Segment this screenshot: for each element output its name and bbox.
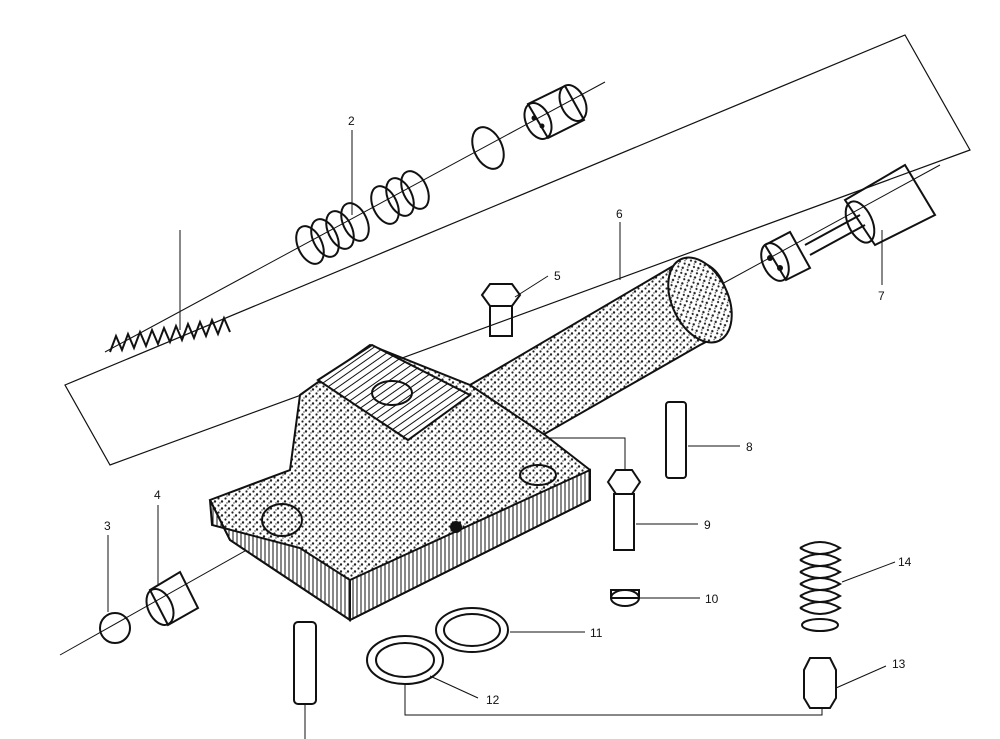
- leader-14: [841, 561, 896, 583]
- callout-12: 12: [486, 693, 500, 707]
- o-ring-upper: [435, 607, 509, 653]
- banjo-bolt: [480, 283, 522, 337]
- relief-spring: [799, 541, 842, 632]
- upper-axis: [104, 81, 606, 353]
- leader-5: [514, 275, 549, 298]
- o-ring-lower-inner: [375, 642, 435, 678]
- bracket-9: [545, 437, 626, 470]
- check-ball: [99, 612, 131, 644]
- spring-rings-group: [295, 170, 430, 265]
- callout-8: 8: [746, 440, 753, 454]
- compression-spring: [109, 315, 231, 353]
- snap-ring: [471, 126, 505, 170]
- valve-sleeve: [523, 84, 588, 140]
- leader-13: [835, 665, 887, 689]
- plug-fitting: [803, 657, 837, 709]
- valve-seat: [145, 570, 200, 627]
- callout-14: 14: [898, 555, 912, 569]
- callout-4: 4: [154, 488, 161, 502]
- lower-pin: [293, 621, 317, 705]
- callout-5: 5: [554, 269, 561, 283]
- dowel-pin: [665, 401, 687, 479]
- bracket-connector: [404, 684, 823, 716]
- sealing-washer: [610, 589, 640, 607]
- callout-11: 11: [590, 626, 603, 640]
- leader-12: [429, 675, 479, 699]
- o-ring-upper-inner: [443, 613, 501, 647]
- hex-bolt: [606, 469, 642, 551]
- callout-10: 10: [705, 592, 719, 606]
- piston-rod-assembly: [760, 163, 937, 282]
- callout-2: 2: [348, 114, 355, 128]
- assembly-boundary: [64, 34, 971, 466]
- callout-6: 6: [616, 207, 623, 221]
- valve-housing: [208, 256, 733, 622]
- callout-9: 9: [704, 518, 711, 532]
- callout-13: 13: [892, 657, 906, 671]
- right-axis: [719, 164, 941, 286]
- callout-7: 7: [878, 289, 885, 303]
- callout-3: 3: [104, 519, 111, 533]
